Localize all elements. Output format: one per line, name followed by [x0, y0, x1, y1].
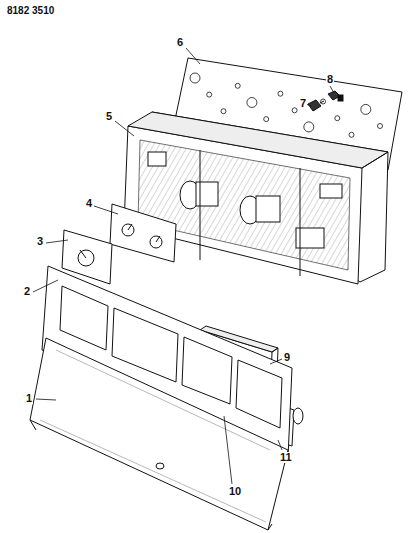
board-hole: [207, 92, 212, 97]
board-hole: [304, 122, 314, 132]
callout-number: 9: [283, 352, 291, 363]
callout-number: 1: [25, 393, 33, 404]
callout-number: 3: [36, 236, 44, 247]
board-hole: [247, 98, 257, 108]
board-hole: [335, 116, 340, 121]
board-hole: [349, 132, 354, 137]
drawing-number: 8182 3510: [6, 6, 55, 16]
board-hole: [264, 117, 269, 122]
board-hole: [292, 108, 297, 113]
board-hole: [378, 124, 383, 129]
leader-lines: [33, 48, 334, 484]
callout-number: 2: [23, 286, 31, 297]
callout-number: 5: [105, 111, 113, 122]
callout-number: 10: [228, 486, 242, 497]
board-hole: [278, 91, 283, 96]
bulb-sockets: [308, 91, 343, 111]
board-hole: [190, 73, 200, 83]
board-hole: [221, 109, 226, 114]
callout-number: 6: [176, 37, 184, 48]
callout-number: 7: [299, 98, 307, 109]
cluster-lens: [30, 338, 288, 530]
callout-number: 11: [279, 452, 293, 463]
callout-number: 8: [326, 74, 334, 85]
board-hole: [321, 99, 326, 104]
board-hole: [235, 83, 240, 88]
gauge-four: [110, 204, 176, 262]
callout-number: 4: [85, 198, 93, 209]
board-hole: [361, 104, 371, 114]
